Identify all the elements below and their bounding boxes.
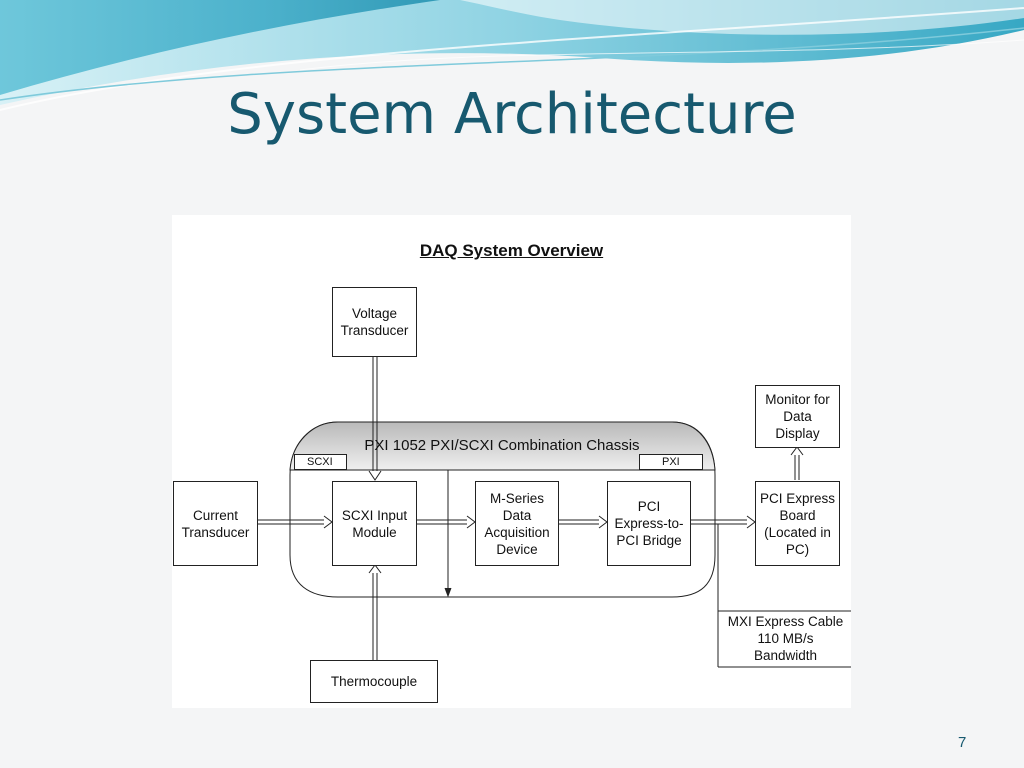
diagram-panel: DAQ System Overview PXI 1052 PXI/SCXI Co… [172, 215, 851, 708]
voltage-transducer-block: Voltage Transducer [332, 287, 417, 357]
chassis-label: PXI 1052 PXI/SCXI Combination Chassis [364, 437, 640, 454]
m-series-daq-block: M-Series Data Acquisition Device [475, 481, 559, 566]
pci-bridge-block: PCI Express-to- PCI Bridge [607, 481, 691, 566]
mxi-cable-label: MXI Express Cable 110 MB/s Bandwidth [727, 614, 844, 663]
chassis-top-band [289, 421, 716, 471]
scxi-input-module-block: SCXI Input Module [332, 481, 417, 566]
thermocouple-block: Thermocouple [310, 660, 438, 703]
monitor-block: Monitor for Data Display [755, 385, 840, 448]
pxi-tag: PXI [639, 454, 703, 470]
slide-title: System Architecture [227, 82, 797, 147]
header-banner [0, 0, 1024, 111]
current-transducer-block: Current Transducer [173, 481, 258, 566]
pci-express-board-block: PCI Express Board (Located in PC) [755, 481, 840, 566]
diagram-title: DAQ System Overview [419, 241, 604, 260]
page-number: 7 [958, 734, 967, 751]
scxi-tag: SCXI [294, 454, 347, 470]
